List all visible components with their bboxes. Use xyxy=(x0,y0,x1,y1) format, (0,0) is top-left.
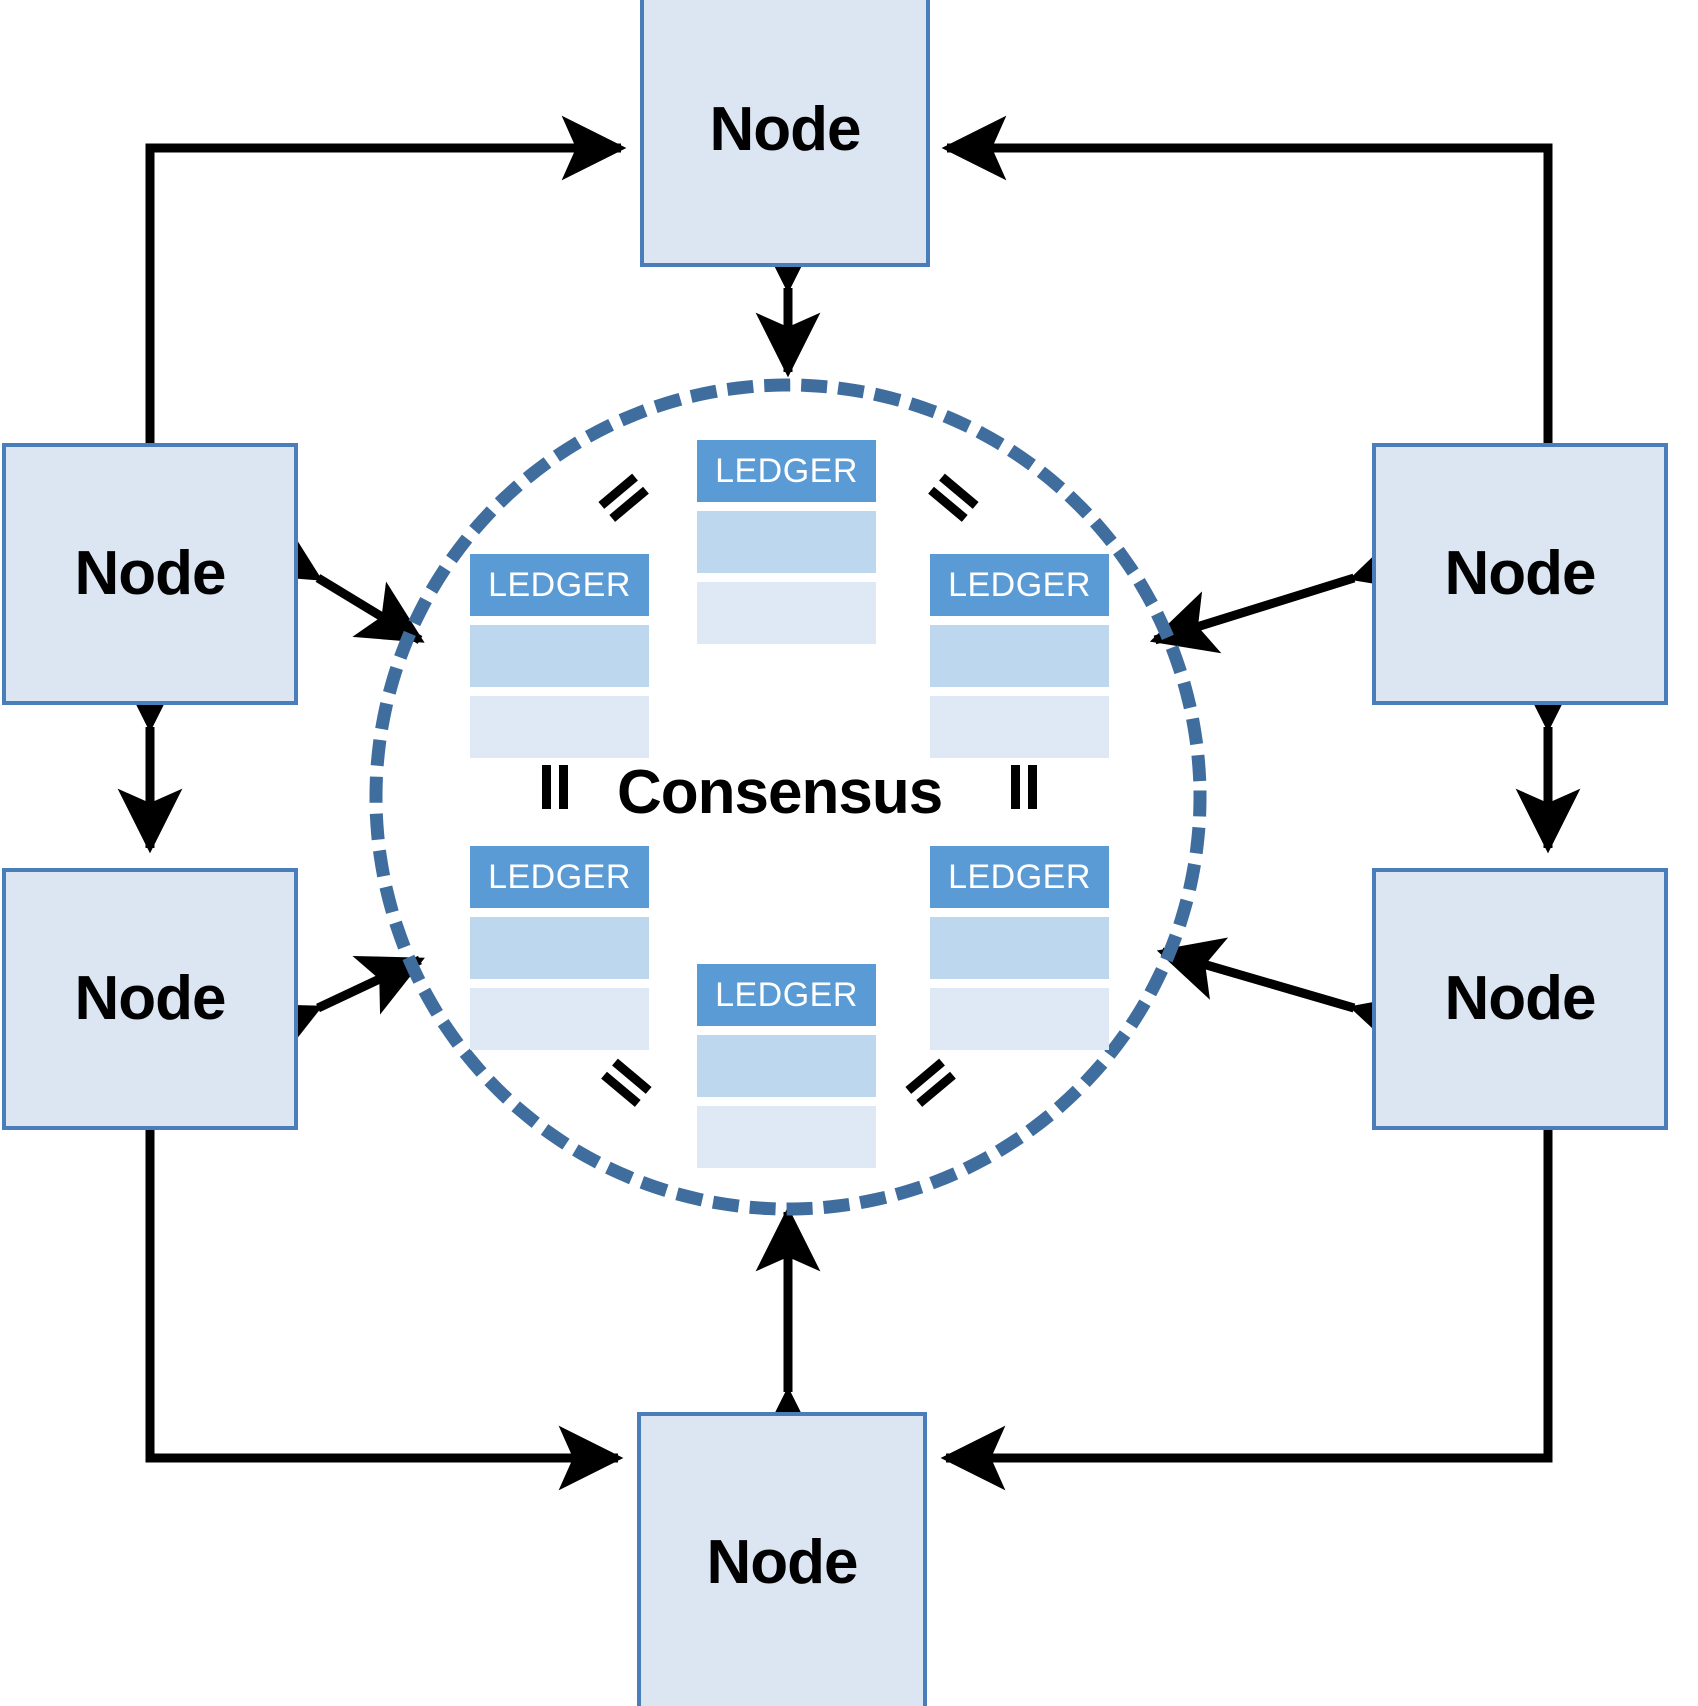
ledger-row xyxy=(930,696,1109,758)
ledger-row xyxy=(930,625,1109,687)
equals-bottom-left-icon xyxy=(596,1051,658,1113)
spoke-right-lower xyxy=(1156,937,1421,1056)
consensus-label: Consensus xyxy=(617,758,943,827)
node-label: Node xyxy=(706,1528,859,1597)
spoke-left-lower xyxy=(250,955,425,1063)
ledger-row xyxy=(697,1106,876,1168)
outer-connector-bottom-left xyxy=(145,1120,624,1491)
node-bottom[interactable]: Node xyxy=(637,1412,927,1706)
ledger-bottom: LEDGER xyxy=(697,964,876,1168)
ledger-row xyxy=(930,917,1109,979)
node-right-upper[interactable]: Node xyxy=(1372,443,1668,705)
ledger-row xyxy=(470,988,649,1050)
ledger-header: LEDGER xyxy=(697,964,876,1026)
ledger-upper-right: LEDGER xyxy=(930,554,1109,758)
ledger-row xyxy=(697,511,876,573)
equals-bottom-right-icon xyxy=(899,1051,961,1113)
node-label: Node xyxy=(1444,964,1597,1033)
ledger-row xyxy=(470,625,649,687)
ledger-header: LEDGER xyxy=(930,554,1109,616)
ledger-top: LEDGER xyxy=(697,440,876,644)
ledger-header: LEDGER xyxy=(470,554,649,616)
equals-top-left-icon xyxy=(592,466,654,528)
equals-top-right-icon xyxy=(923,466,985,528)
ledger-row xyxy=(470,917,649,979)
node-label: Node xyxy=(1444,539,1597,608)
ledger-lower-right: LEDGER xyxy=(930,846,1109,1050)
node-top[interactable]: Node xyxy=(640,0,930,267)
node-label: Node xyxy=(74,964,227,1033)
node-label: Node xyxy=(709,94,862,164)
spoke-left-upper xyxy=(250,519,425,644)
outer-connector-top-right xyxy=(941,115,1553,455)
ledger-lower-left: LEDGER xyxy=(470,846,649,1050)
outer-connector-top-left xyxy=(145,115,627,455)
ledger-row xyxy=(697,1035,876,1097)
equals-mid-left-icon xyxy=(534,765,578,809)
ledger-upper-left: LEDGER xyxy=(470,554,649,758)
ledger-header: LEDGER xyxy=(470,846,649,908)
node-label: Node xyxy=(74,539,227,608)
node-right-lower[interactable]: Node xyxy=(1372,868,1668,1130)
ledger-row xyxy=(470,696,649,758)
ledger-row xyxy=(930,988,1109,1050)
outer-connector-bottom-right xyxy=(940,1120,1553,1491)
ledger-row xyxy=(697,582,876,644)
ledger-header: LEDGER xyxy=(697,440,876,502)
equals-mid-right-icon xyxy=(1003,765,1047,809)
spoke-right-upper xyxy=(1149,529,1421,654)
node-left-upper[interactable]: Node xyxy=(2,443,298,705)
ledger-header: LEDGER xyxy=(930,846,1109,908)
node-left-lower[interactable]: Node xyxy=(2,868,298,1130)
